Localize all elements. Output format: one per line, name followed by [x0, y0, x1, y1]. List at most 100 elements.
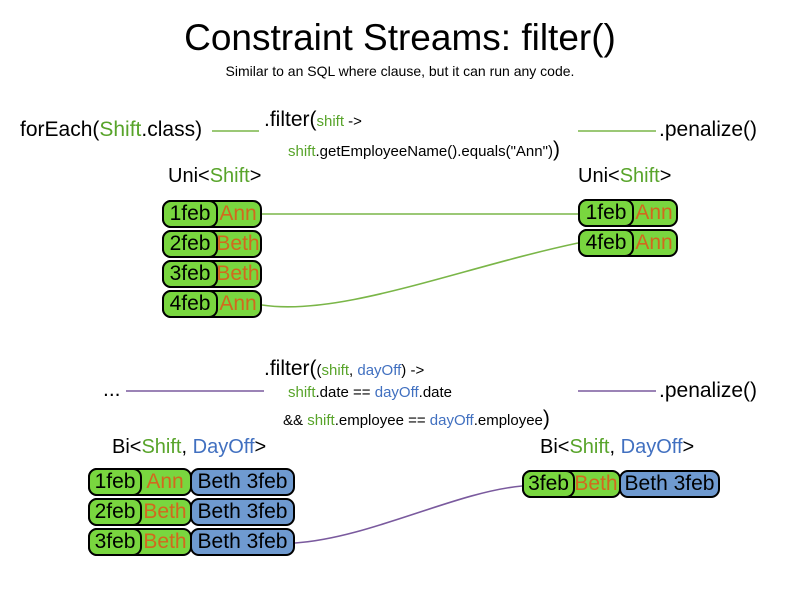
shift-employee-text: Beth	[216, 262, 260, 285]
code-l2-mid: .date ==	[315, 384, 375, 401]
code-l2-var2: dayOff	[374, 384, 419, 401]
code-filter2-line2: shift.date == dayOff.date	[288, 384, 452, 401]
dayoff-cell: Beth 3feb	[619, 470, 720, 498]
shift-employee-text: Ann	[219, 292, 257, 315]
shift-pair: 1feb Ann	[88, 468, 192, 496]
code-l3-var1: shift	[307, 412, 335, 429]
code-filter1-body: shift.getEmployeeName().equals("Ann"))	[288, 138, 560, 162]
code-l3-end: .employee	[473, 412, 543, 429]
code-l2-var1: shift	[288, 384, 316, 401]
shift-date-cell: 4feb	[578, 229, 634, 257]
shift-date: 3feb	[94, 530, 136, 553]
code-penalize1: .penalize()	[659, 118, 758, 141]
dayoff-cell: Beth 3feb	[190, 528, 295, 556]
label-bi-left-comma: ,	[181, 436, 193, 458]
label-uni-left-post: >	[249, 165, 262, 187]
shift-employee-text: Ann	[219, 202, 257, 225]
shift-pair: 3feb Beth	[522, 470, 621, 498]
shift-date: 4feb	[585, 231, 627, 254]
shift-date: 3feb	[169, 262, 211, 285]
shift-date-cell: 4feb	[162, 290, 218, 318]
shift-date: 1feb	[585, 201, 627, 224]
page-title: Constraint Streams: filter()	[184, 17, 616, 58]
shift-date-cell: 1feb	[162, 200, 218, 228]
dayoff-text: Beth 3feb	[624, 472, 715, 495]
code-foreach-pre: forEach(	[20, 118, 100, 141]
code-l3-and: &&	[283, 412, 308, 429]
code-filter1-arrow: ->	[344, 113, 362, 130]
shift-date-cell: 1feb	[578, 199, 634, 227]
label-bi-right-dayoff: DayOff	[620, 436, 683, 458]
code-filter2-param1: shift	[321, 362, 350, 379]
shift-date: 2feb	[169, 232, 211, 255]
shift-employee-text: Beth	[216, 232, 260, 255]
code-filter1-param: shift	[316, 113, 345, 130]
shift-employee: Beth	[216, 262, 260, 286]
label-bi-left-shift: Shift	[141, 436, 182, 458]
shift-employee: Beth	[140, 530, 190, 554]
label-bi-left-pre: Bi<	[112, 436, 142, 458]
code-filter1-body-rest: .getEmployeeName().equals("Ann")	[315, 143, 553, 160]
label-bi-right-pre: Bi<	[540, 436, 570, 458]
dayoff-text: Beth 3feb	[197, 530, 288, 553]
wire-row-4feb-ann	[261, 242, 579, 308]
code-filter1-close-paren: )	[552, 138, 560, 161]
code-filter2-close-paren: )	[542, 407, 550, 430]
shift-employee: Ann	[216, 202, 260, 226]
label-uni-right-type: Shift	[619, 165, 660, 187]
code-foreach-type: Shift	[99, 118, 142, 141]
label-bi-left-dayoff: DayOff	[192, 436, 255, 458]
code-penalize2: .penalize()	[659, 379, 758, 402]
shift-employee: Ann	[140, 470, 190, 494]
code-foreach: forEach(Shift.class)	[20, 118, 202, 142]
code-filter1-name: .filter(	[264, 108, 317, 131]
dayoff-text: Beth 3feb	[197, 500, 288, 523]
code-filter2-open: (	[316, 362, 322, 379]
code-l3-mid: .employee ==	[334, 412, 430, 429]
label-bi-left: Bi<Shift, DayOff>	[112, 436, 266, 459]
dayoff-text: Beth 3feb	[197, 470, 288, 493]
code-foreach-post: .class)	[141, 118, 203, 141]
shift-employee: Beth	[216, 232, 260, 256]
shift-date: 1feb	[169, 202, 211, 225]
label-uni-left: Uni<Shift>	[168, 165, 261, 188]
shift-date: 4feb	[169, 292, 211, 315]
code-filter2-param2: dayOff	[357, 362, 402, 379]
code-filter1-head: .filter(shift ->	[264, 108, 362, 132]
shift-employee: Beth	[573, 472, 619, 496]
shift-date: 2feb	[94, 500, 136, 523]
shift-pair: 2feb Beth	[88, 498, 192, 526]
shift-date-cell: 3feb	[522, 470, 575, 498]
shift-date: 1feb	[94, 470, 136, 493]
code-filter2-arrow: ) ->	[401, 362, 425, 379]
bi-row-3feb-beth: 3feb Beth Beth 3feb	[88, 528, 295, 556]
label-uni-right-pre: Uni<	[578, 165, 620, 187]
code-l2-end: .date	[418, 384, 453, 401]
page-subtitle: Similar to an SQL where clause, but it c…	[225, 63, 575, 79]
uni-filtered-row-4feb-ann: 4feb Ann	[578, 229, 678, 257]
label-bi-right-shift: Shift	[569, 436, 610, 458]
bi-filtered-row-3feb-beth: 3feb Beth Beth 3feb	[522, 470, 720, 498]
shift-employee: Ann	[632, 231, 676, 255]
shift-employee: Ann	[216, 292, 260, 316]
wire-row-3feb-beth	[294, 485, 523, 544]
shift-date-cell: 2feb	[162, 230, 218, 258]
code-source-ellipsis: ...	[103, 378, 121, 401]
shift-employee: Ann	[632, 201, 676, 225]
label-uni-right-post: >	[659, 165, 672, 187]
shift-employee-text: Beth	[574, 472, 618, 495]
shift-employee-text: Ann	[635, 201, 673, 224]
label-uni-right: Uni<Shift>	[578, 165, 671, 188]
code-filter2-line3: && shift.employee == dayOff.employee)	[283, 407, 550, 431]
shift-employee-text: Ann	[635, 231, 673, 254]
code-l3-var2: dayOff	[429, 412, 474, 429]
code-filter2-head: .filter((shift, dayOff) ->	[264, 357, 424, 381]
shift-date-cell: 1feb	[88, 468, 142, 496]
shift-date-cell: 3feb	[88, 528, 142, 556]
dayoff-cell: Beth 3feb	[190, 498, 295, 526]
uni-row-2feb-beth: 2feb Beth	[162, 230, 262, 258]
shift-employee-text: Ann	[146, 470, 184, 493]
label-uni-left-pre: Uni<	[168, 165, 210, 187]
label-bi-right-post: >	[682, 436, 695, 458]
